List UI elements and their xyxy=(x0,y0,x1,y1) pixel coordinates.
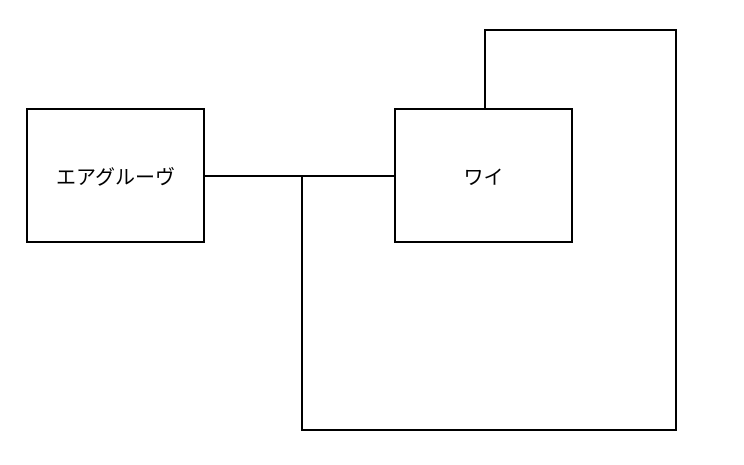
node-label-wai: ワイ xyxy=(464,165,504,189)
edge-loop-right xyxy=(301,29,677,431)
node-box-wai xyxy=(394,108,573,243)
node-wai: ワイ xyxy=(394,108,573,243)
node-airgroove: エアグルーヴ xyxy=(26,108,205,243)
node-label-airgroove: エアグルーヴ xyxy=(56,165,175,189)
node-box-airgroove xyxy=(26,108,205,243)
